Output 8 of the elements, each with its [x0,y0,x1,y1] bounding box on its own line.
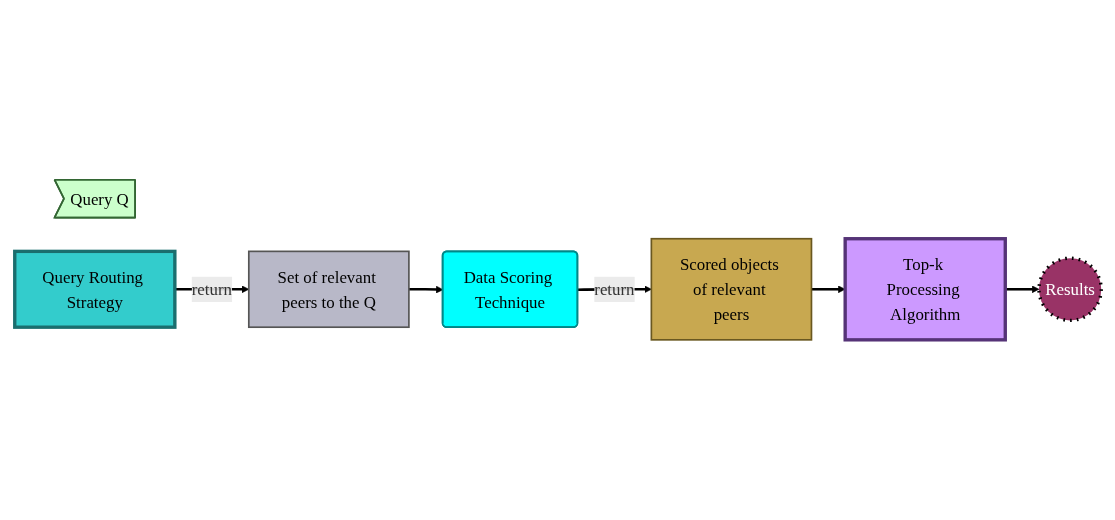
edge-label: return [191,280,232,299]
node-box: Set of relevant peers to the Q [247,250,410,329]
node-box: Query Routing Strategy [12,249,177,330]
node-box: Top-k Processing Algorithm [843,237,1007,342]
arrow [408,286,443,294]
node-box: Scored objects of relevant peers [650,238,812,341]
node-circle: Results [1036,256,1103,323]
edge-label: return [593,280,635,299]
